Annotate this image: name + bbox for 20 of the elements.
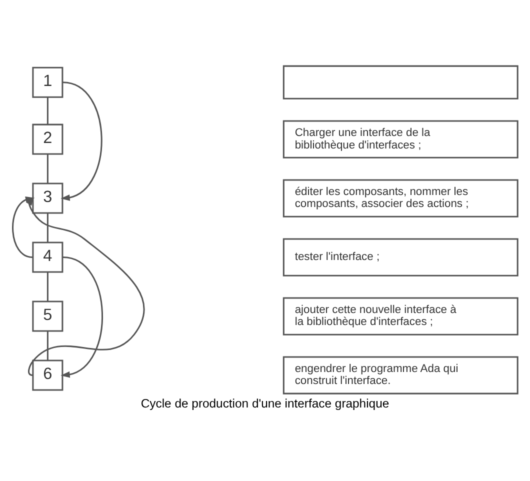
connector [46,213,48,242]
node-box: 4 [32,242,64,273]
arrow [60,82,102,201]
connector [46,331,48,360]
node-box: 3 [32,182,64,214]
node-box: engendrer le programme Ada qui construit l'interface. [282,356,518,394]
connector [46,154,48,184]
arrow [60,256,103,378]
node-box: 5 [32,300,64,332]
node-box: 2 [32,124,64,155]
node-box: éditer les composants, nommer les composants, associer des actions ; [282,179,518,218]
connector [46,97,48,124]
node-box: 6 [32,360,64,391]
node-box [282,65,518,100]
connector [46,272,48,302]
node-box: Charger une interface de la bibliothèque d'interfaces ; [282,120,518,158]
node-box: 1 [32,66,64,98]
node-box: ajouter cette nouvelle interface à la bibliothèque d'interfaces ; [282,297,518,336]
node-box: tester l'interface ; [282,238,518,276]
caption: Cycle de production d'une interface graphique [140,396,390,410]
